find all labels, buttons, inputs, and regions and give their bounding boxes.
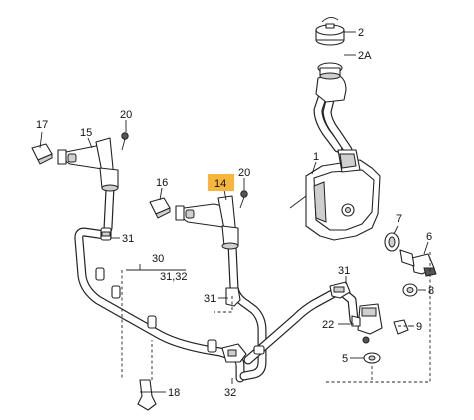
callout-9: 9	[416, 321, 422, 333]
callout-16: 16	[156, 177, 168, 189]
callout-31-left: 31	[122, 233, 134, 245]
seal-8	[402, 283, 418, 297]
callout-6: 6	[426, 231, 432, 243]
callout-32: 32	[224, 387, 236, 399]
callout-7: 7	[396, 213, 402, 225]
callout-labels: 2 2A 1 17 15 20 16 14 20 31 30 31,32 31 …	[36, 27, 434, 399]
filler-neck-2a	[315, 62, 347, 103]
cap-16	[149, 197, 171, 219]
seal-5	[363, 352, 381, 364]
leader-lines	[39, 31, 429, 393]
callout-18: 18	[168, 387, 180, 399]
callout-31-center: 31	[204, 293, 216, 305]
callout-1: 1	[313, 151, 319, 163]
callout-22: 22	[322, 319, 334, 331]
washer-nozzle-left	[57, 137, 119, 192]
level-sensor-6	[399, 249, 437, 277]
hose-connector-center	[225, 287, 241, 307]
washer-reservoir	[289, 149, 381, 241]
hose-clips	[95, 267, 265, 355]
cap-17	[31, 143, 53, 165]
grommet-7	[384, 232, 400, 252]
callout-14-highlight	[208, 174, 234, 191]
callout-20-center: 20	[238, 167, 250, 179]
callout-20-left: 20	[120, 109, 132, 121]
washer-hoses	[74, 93, 359, 383]
screw-20-left	[121, 132, 129, 151]
callout-5: 5	[342, 353, 348, 365]
washer-nozzle-center	[175, 195, 239, 250]
clip-18	[137, 379, 157, 411]
callout-14: 14	[214, 178, 226, 190]
callout-31-right: 31	[338, 265, 350, 277]
hose-connector-right	[329, 281, 351, 299]
screw-20-center	[239, 190, 248, 209]
filler-cap-2	[315, 17, 345, 46]
callout-30: 30	[152, 253, 164, 265]
callout-31-32: 31,32	[160, 271, 188, 283]
callout-17: 17	[36, 119, 48, 131]
grommet-9	[393, 319, 409, 335]
callout-2: 2	[358, 27, 364, 39]
callout-2a: 2A	[358, 50, 372, 62]
washer-pump-22	[351, 303, 383, 344]
hose-connector-left	[100, 227, 112, 241]
callout-8: 8	[428, 285, 434, 297]
callout-15: 15	[80, 127, 92, 139]
hose-tee-piece	[221, 343, 247, 363]
